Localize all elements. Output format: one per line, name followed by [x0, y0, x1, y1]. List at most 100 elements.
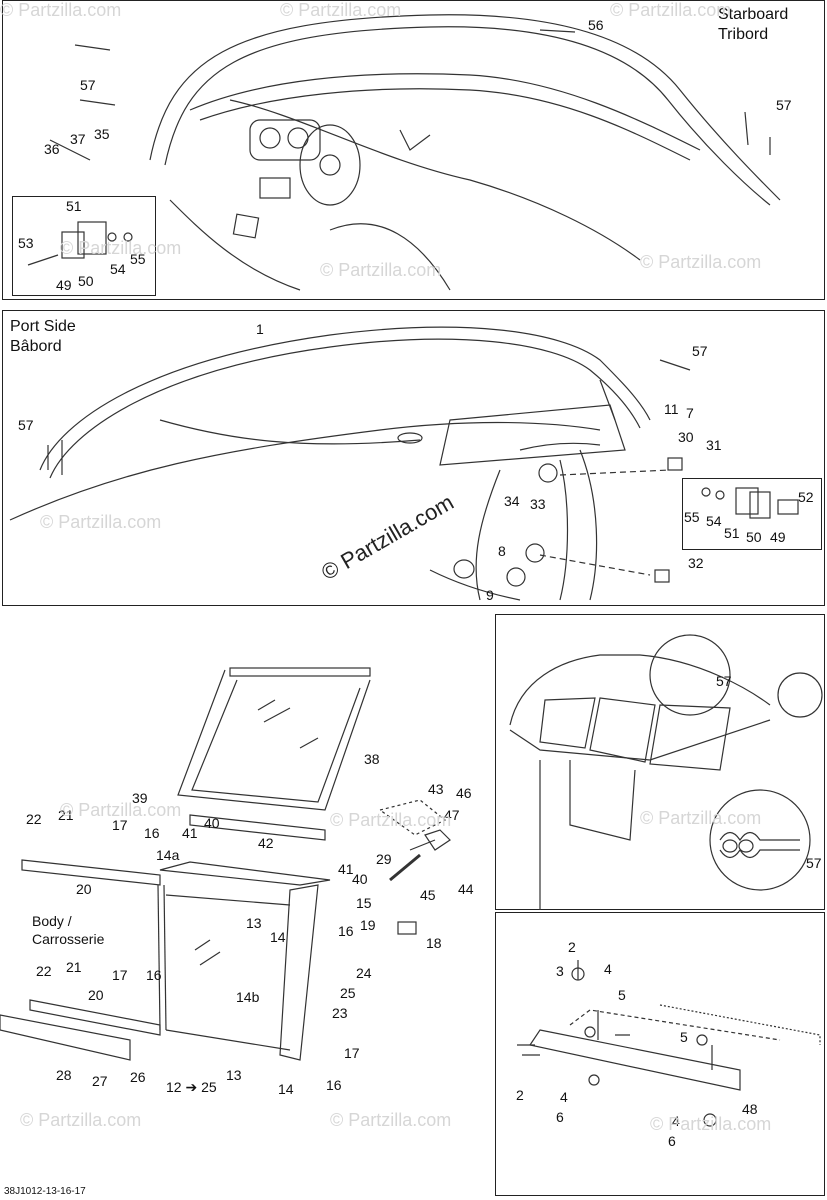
callout-label: 7 — [686, 405, 694, 421]
body-title-fr: Carrosserie — [32, 931, 105, 947]
callout-label: 28 — [56, 1067, 72, 1083]
callout-label: 44 — [458, 881, 474, 897]
callout-label: 57 — [692, 343, 708, 359]
callout-label: 40 — [204, 815, 220, 831]
callout-label: 24 — [356, 965, 372, 981]
callout-label: 51 — [66, 198, 82, 214]
watermark: © Partzilla.com — [20, 1110, 142, 1130]
reference-code: 38J1012-13-16-17 — [4, 1186, 86, 1197]
callout-label: 8 — [498, 543, 506, 559]
callout-label: 16 — [146, 967, 162, 983]
watermark: © Partzilla.com — [0, 0, 122, 20]
callout-label: 2 — [568, 939, 576, 955]
hinge-inset-top — [12, 196, 156, 296]
callout-label: 40 — [352, 871, 368, 887]
callout-label: 15 — [356, 895, 372, 911]
callout-label: 17 — [112, 817, 128, 833]
callout-label: 27 — [92, 1073, 108, 1089]
callout-label: 13 — [226, 1067, 242, 1083]
watermark: © Partzilla.com — [40, 512, 162, 532]
port-side-title: Port Side — [10, 318, 76, 335]
callout-label: 49 — [770, 529, 786, 545]
callout-label: 5 — [680, 1029, 688, 1045]
hardware-detail-panel — [495, 912, 825, 1196]
callout-label: 54 — [706, 513, 722, 529]
callout-label: 43 — [428, 781, 444, 797]
callout-label: 16 — [144, 825, 160, 841]
callout-label: 35 — [94, 126, 110, 142]
callout-label: 57 — [716, 673, 732, 689]
starboard-title: Starboard — [718, 6, 789, 23]
callout-label: 36 — [44, 141, 60, 157]
callout-label: 57 — [776, 97, 792, 113]
callout-label: 3 — [556, 963, 564, 979]
callout-label: 33 — [530, 496, 546, 512]
callout-label: 38 — [364, 751, 380, 767]
callout-label: 41 — [338, 861, 354, 877]
callout-label: 21 — [66, 959, 82, 975]
watermark: © Partzilla.com — [320, 260, 442, 280]
callout-label: 47 — [444, 807, 460, 823]
callout-label: 19 — [360, 917, 376, 933]
watermark: © Partzilla.com — [60, 800, 182, 820]
watermark: © Partzilla.com — [640, 808, 762, 828]
callout-label: 52 — [798, 489, 814, 505]
callout-label: 50 — [746, 529, 762, 545]
callout-label: 57 — [80, 77, 96, 93]
callout-label: 48 — [742, 1101, 758, 1117]
callout-label: 56 — [588, 17, 604, 33]
callout-label: 42 — [258, 835, 274, 851]
callout-label: 4 — [560, 1089, 568, 1105]
callout-label: 14a — [156, 847, 180, 863]
callout-label: 2 — [516, 1087, 524, 1103]
watermark: © Partzilla.com — [330, 810, 452, 830]
callout-label: 53 — [18, 235, 34, 251]
callout-label: 1 — [256, 321, 264, 337]
callout-label: 32 — [688, 555, 704, 571]
callout-label: 16 — [326, 1077, 342, 1093]
watermark: © Partzilla.com — [330, 1110, 452, 1130]
port-side-panel — [2, 310, 825, 606]
callout-label: 45 — [420, 887, 436, 903]
callout-label: 30 — [678, 429, 694, 445]
callout-label: 22 — [36, 963, 52, 979]
callout-label: 11 — [664, 401, 679, 417]
callout-label: 14b — [236, 989, 260, 1005]
callout-label: 12 ➔ 25 — [166, 1079, 217, 1095]
callout-label: 6 — [556, 1109, 564, 1125]
body-title: Body / — [32, 913, 72, 929]
watermark: © Partzilla.com — [640, 252, 762, 272]
callout-label: 20 — [76, 881, 92, 897]
callout-label: 29 — [376, 851, 392, 867]
callout-label: 55 — [684, 509, 700, 525]
callout-label: 4 — [672, 1113, 680, 1129]
watermark: © Partzilla.com — [650, 1114, 772, 1134]
callout-label: 54 — [110, 261, 126, 277]
callout-label: 50 — [78, 273, 94, 289]
callout-label: 37 — [70, 131, 86, 147]
callout-label: 23 — [332, 1005, 348, 1021]
callout-label: 46 — [456, 785, 472, 801]
callout-label: 39 — [132, 790, 148, 806]
watermark: © Partzilla.com — [610, 0, 732, 20]
callout-label: 26 — [130, 1069, 146, 1085]
windshield-detail-panel — [495, 614, 825, 910]
starboard-panel — [2, 0, 825, 300]
callout-label: 41 — [182, 825, 198, 841]
hinge-inset-mid — [682, 478, 822, 550]
callout-label: 6 — [668, 1133, 676, 1149]
callout-label: 14 — [278, 1081, 294, 1097]
callout-label: 49 — [56, 277, 72, 293]
callout-label: 20 — [88, 987, 104, 1003]
starboard-title-fr: Tribord — [718, 26, 769, 43]
watermark: © Partzilla.com — [60, 238, 182, 258]
callout-label: 18 — [426, 935, 442, 951]
callout-label: 57 — [18, 417, 34, 433]
callout-label: 16 — [338, 923, 354, 939]
callout-label: 55 — [130, 251, 146, 267]
callout-label: 9 — [486, 587, 494, 603]
callout-label: 13 — [246, 915, 262, 931]
callout-label: 34 — [504, 493, 520, 509]
callout-label: 31 — [706, 437, 722, 453]
